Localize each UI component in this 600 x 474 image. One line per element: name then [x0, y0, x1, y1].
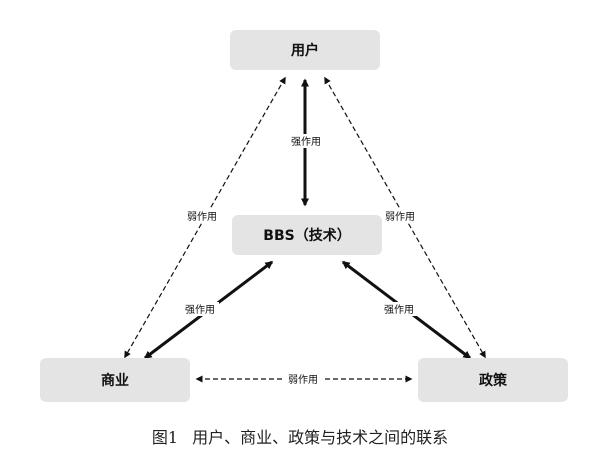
- label-strong-user-bbs: 强作用: [291, 136, 321, 148]
- label-weak-business-policy: 弱作用: [288, 374, 318, 386]
- figure-caption: 图1 用户、商业、政策与技术之间的联系: [0, 424, 600, 448]
- label-strong-bbs-business: 强作用: [185, 304, 215, 316]
- label-weak-user-business: 弱作用: [187, 211, 217, 223]
- node-business-label: 商业: [101, 373, 129, 389]
- label-weak-user-policy: 弱作用: [385, 211, 415, 223]
- node-policy-label: 政策: [479, 373, 507, 389]
- figure-number: 图1: [151, 428, 179, 447]
- node-business: 商业: [40, 358, 190, 402]
- node-bbs: BBS（技术）: [232, 215, 382, 255]
- node-bbs-label: BBS（技术）: [263, 228, 351, 244]
- node-policy: 政策: [418, 358, 568, 402]
- node-user-label: 用户: [291, 43, 319, 59]
- label-strong-bbs-policy: 强作用: [384, 304, 414, 316]
- node-user: 用户: [230, 30, 380, 70]
- figure-caption-text: 用户、商业、政策与技术之间的联系: [192, 428, 449, 447]
